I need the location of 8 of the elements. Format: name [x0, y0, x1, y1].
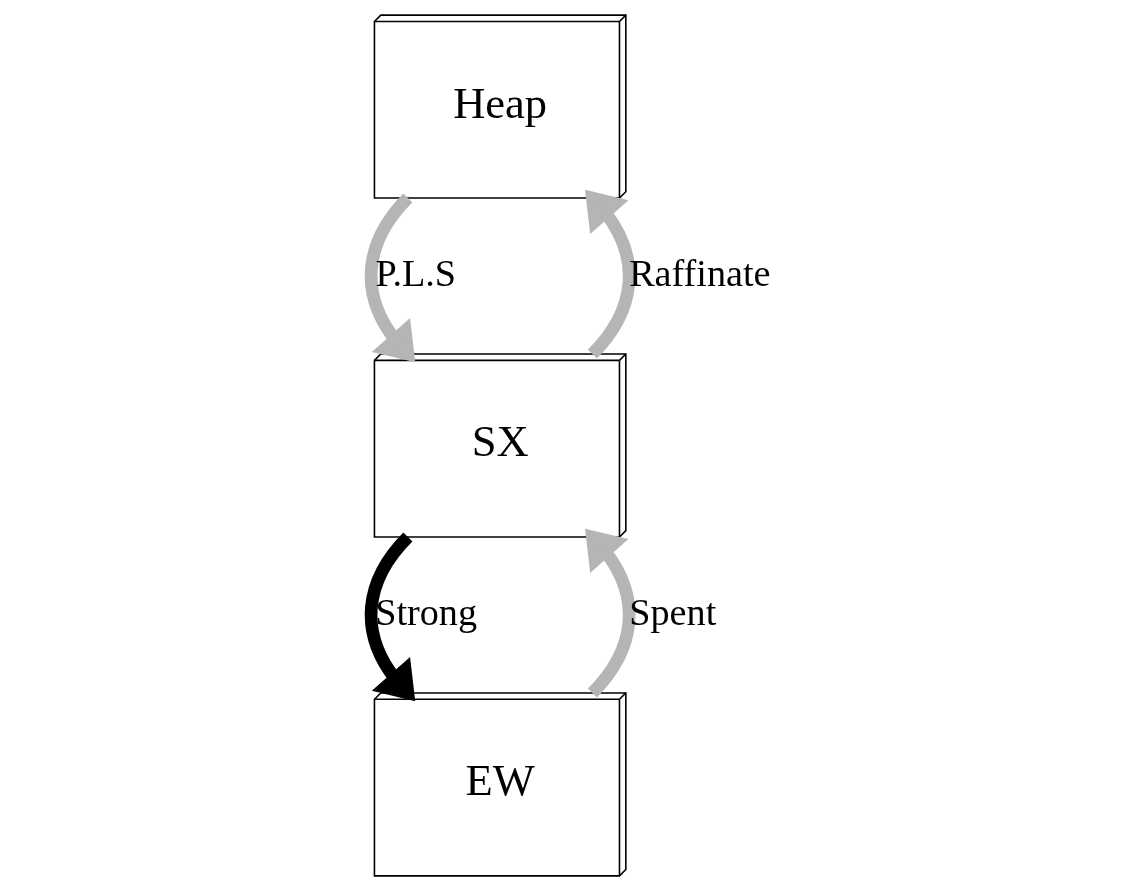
edge-label: Spent [628, 590, 716, 633]
edge-label: Raffinate [628, 251, 770, 294]
arrow [584, 528, 635, 698]
edge-label: Strong [374, 590, 477, 633]
arrow [364, 193, 415, 363]
edge-label: P.L.S [374, 251, 456, 294]
arrow [364, 532, 415, 702]
arrow [584, 189, 635, 359]
